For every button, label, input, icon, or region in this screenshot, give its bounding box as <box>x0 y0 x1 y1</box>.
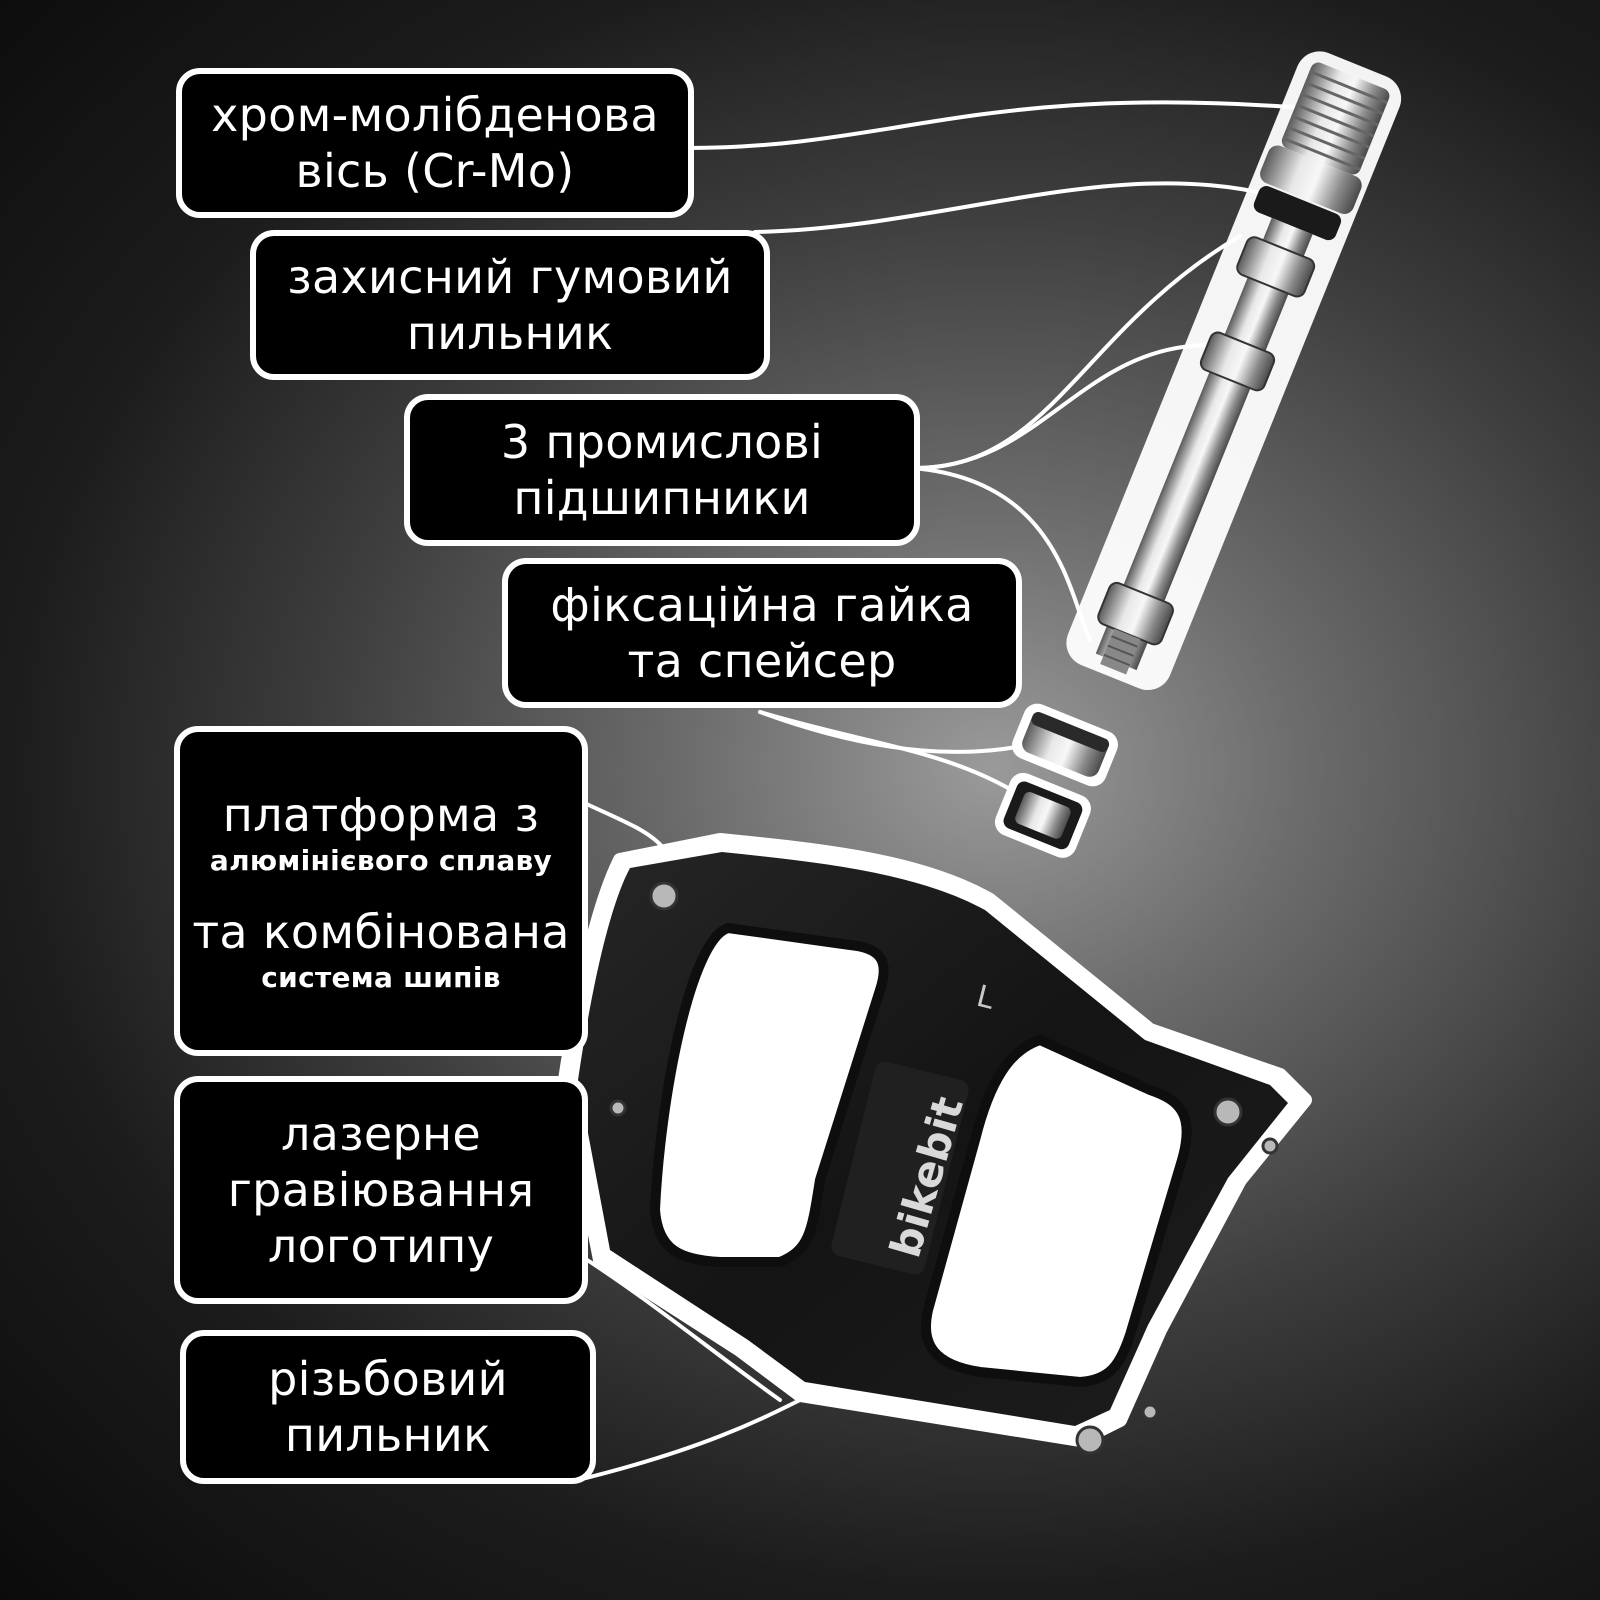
label-bearings-line-1: 3 промислові <box>500 414 824 469</box>
label-rubber-seal-line-1: захисний гумовий <box>287 249 733 304</box>
pin <box>1141 1403 1159 1421</box>
leader-line-locknut-2 <box>758 710 1027 800</box>
rubber-seal <box>1253 186 1342 241</box>
label-platform-line-4: система шипів <box>261 961 501 995</box>
label-laser-line-1: лазерне <box>280 1106 482 1161</box>
pin <box>1075 1425 1105 1455</box>
label-laser: лазерне гравіювання логотипу <box>174 1076 588 1304</box>
label-thread-seal: різьбовий пильник <box>180 1330 596 1484</box>
label-laser-line-2: гравіювання <box>227 1162 535 1217</box>
pin <box>1261 1137 1279 1155</box>
label-bearings-line-2: підшипники <box>513 471 811 525</box>
leader-line-thread-seal-1 <box>576 1252 782 1402</box>
axle-thread <box>1281 62 1390 175</box>
bearing-1 <box>1236 236 1316 298</box>
label-laser-line-3: логотипу <box>267 1219 495 1274</box>
pin <box>1213 1097 1243 1127</box>
axle-flange <box>1260 145 1362 214</box>
pedal-window-left <box>649 922 889 1267</box>
label-platform-line-1: платформа з <box>222 787 540 842</box>
label-rubber-seal-line-2: пильник <box>406 306 614 360</box>
label-bearings: 3 промислові підшипники <box>404 394 920 546</box>
label-platform-line-3: та комбінована <box>192 905 570 959</box>
leader-line-locknut-1 <box>758 710 1042 754</box>
label-locknut: фіксаційна гайка та спейсер <box>502 558 1022 708</box>
pin <box>649 881 679 911</box>
label-locknut-line-1: фіксаційна гайка <box>550 577 974 632</box>
label-rubber-seal: захисний гумовий пильник <box>250 230 770 380</box>
pedal-window-right <box>920 1034 1192 1388</box>
leader-line-thread-seal-2 <box>576 1398 802 1482</box>
spacer <box>1012 703 1118 787</box>
leader-line-bearing-2 <box>910 343 1212 471</box>
axle-assembly <box>1066 51 1402 691</box>
logo-plate <box>831 1061 969 1275</box>
bearing-2 <box>1199 331 1276 392</box>
label-platform-line-2: алюмінієвого сплаву <box>209 844 553 877</box>
leader-line-platform <box>576 798 667 852</box>
label-axle-line-2: вісь (Cr-Mo) <box>295 144 575 198</box>
label-axle: хром-молібденова вісь (Cr-Mo) <box>176 68 694 218</box>
locknut <box>994 772 1091 858</box>
pin <box>609 1099 627 1117</box>
pins <box>609 881 1279 1455</box>
label-thread-seal-line-2: пильник <box>284 1408 492 1462</box>
leader-line-rubber-seal <box>753 181 1292 234</box>
label-axle-line-1: хром-молібденова <box>211 87 659 142</box>
leader-line-axle <box>686 100 1332 150</box>
label-locknut-line-2: та спейсер <box>627 634 897 688</box>
pedal-platform: bikebit L <box>558 833 1312 1455</box>
label-platform: платформа з алюмінієвого сплаву та комбі… <box>174 726 588 1056</box>
label-thread-seal-line-1: різьбовий <box>268 1351 508 1406</box>
axle-shaft <box>1095 217 1313 671</box>
